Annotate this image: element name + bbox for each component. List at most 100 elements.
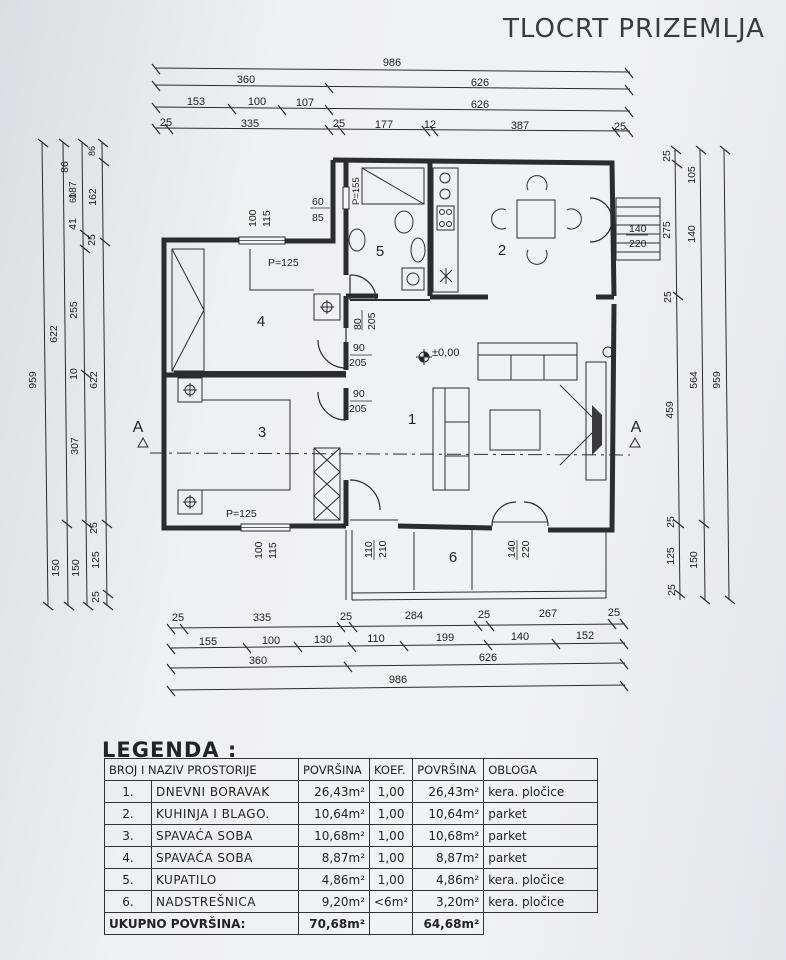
row-obloga: kera. pločice: [483, 780, 599, 803]
row-name: KUPATILO: [151, 868, 299, 891]
total-area2: 64,68m²: [412, 912, 485, 935]
door-bath: [349, 274, 377, 301]
total-label: UKUPNO POVRŠINA:: [104, 912, 299, 935]
dim-line-left-1: [41, 142, 49, 607]
legend-header-area: POVRŠINA: [298, 758, 370, 781]
dim-right-1-5: 459: [664, 401, 676, 419]
dim-line-top-4: [154, 127, 631, 132]
room-number-6: 6: [449, 549, 457, 566]
door-room3-w: 90: [353, 388, 365, 400]
coffee-table: [489, 409, 541, 451]
legend-header-room: BROJ I NAZIV PROSTORIJE: [104, 758, 299, 781]
section-marker-left: [137, 436, 149, 448]
row-area2: 8,87m²: [412, 846, 485, 869]
dim-bottom-3-0: 360: [249, 655, 267, 667]
dim-bottom-1-3: 284: [405, 610, 423, 622]
dim-left-3-3: 86: [59, 161, 71, 173]
dim-left-2-1: 150: [50, 559, 62, 577]
legend-header-koef: KOEF.: [368, 758, 414, 781]
door-entrance-h: 210: [377, 540, 389, 558]
bidet: [348, 228, 366, 252]
washing-machine: [401, 267, 425, 291]
dim-top-4-2: 25: [333, 118, 345, 130]
dim-line-top-3: [154, 106, 631, 112]
door-terrace-h: 220: [520, 540, 532, 558]
door-kitchen: [589, 197, 613, 243]
dim-left-4-6: 25: [90, 591, 102, 603]
legend-table: BROJ I NAZIV PROSTORIJE POVRŠINA KOEF. P…: [104, 758, 599, 935]
dim-line-left-3: [81, 142, 88, 607]
row-num: 3.: [104, 824, 152, 847]
row-area: 10,68m²: [298, 824, 370, 847]
dim-bottom-1-4: 25: [478, 609, 490, 621]
dim-bottom-3-1: 626: [479, 652, 497, 664]
dim-bottom-1-5: 267: [539, 608, 557, 620]
dim-right-1-6: 25: [665, 516, 677, 528]
dim-bottom-2-4: 199: [436, 632, 454, 644]
sofa-top: [477, 342, 578, 381]
chair-left: [491, 208, 507, 230]
dim-right-1-0: 25: [661, 150, 673, 162]
legend-header-obloga: OBLOGA: [483, 758, 599, 781]
dim-top-2-0: 360: [237, 74, 255, 86]
shower: [361, 167, 425, 205]
bed-room3: [202, 399, 291, 491]
dim-bottom-2-6: 152: [576, 630, 594, 642]
section-label-right: A: [631, 419, 642, 436]
window-room3-h: 115: [267, 542, 279, 559]
door-entrance: [349, 479, 381, 511]
dim-top-4-0: 25: [160, 117, 172, 129]
section-line: [149, 452, 631, 456]
level-label: ±0,00: [432, 347, 459, 359]
row-num: 6.: [104, 890, 152, 913]
row-obloga: kera. pločice: [483, 868, 599, 891]
dim-bottom-1-6: 25: [608, 607, 620, 619]
total-empty: [368, 912, 414, 935]
dimension-ticks: [37, 63, 736, 697]
window-bath: [342, 186, 350, 210]
table-row: 4. SPAVAĆA SOBA 8,87m² 1,00 8,87m² parke…: [104, 846, 599, 869]
legend-header-area2: POVRŠINA: [412, 758, 485, 781]
door-room3-h: 205: [349, 403, 367, 415]
window-bath-h: 85: [312, 212, 324, 224]
dim-bottom-2-3: 110: [367, 633, 385, 645]
dim-top-4-3: 177: [375, 119, 393, 131]
door-kitchen-h: 220: [629, 238, 647, 250]
legend-header-row: BROJ I NAZIV PROSTORIJE POVRŠINA KOEF. P…: [104, 758, 599, 781]
dim-left-4-0: 86: [87, 146, 97, 156]
row-name: KUHINJA I BLAGO.: [151, 802, 299, 825]
dim-right-1-2: 140: [686, 225, 698, 243]
total-row: UKUPNO POVRŠINA: 70,68m² 64,68m²: [104, 912, 598, 935]
window-room3-w: 100: [253, 541, 265, 559]
level-marker: [416, 349, 432, 365]
table-row: 6. NADSTREŠNICA 9,20m² <6m² 3,20m² kera.…: [104, 890, 599, 913]
row-area: 9,20m²: [298, 890, 370, 913]
section-marker-right: [629, 436, 641, 448]
row-num: 5.: [104, 868, 152, 891]
row-area2: 4,86m²: [412, 868, 485, 891]
dim-bottom-4-0: 986: [389, 674, 407, 686]
bed-room4: [249, 249, 314, 291]
row-koef: 1,00: [368, 868, 414, 891]
row-num: 2.: [104, 802, 152, 825]
room-number-4: 4: [257, 313, 265, 330]
row-name: SPAVAĆA SOBA: [151, 846, 299, 869]
dim-right-2-1: 150: [688, 551, 700, 569]
row-area2: 10,64m²: [412, 802, 485, 825]
dim-bottom-1-0: 25: [172, 612, 184, 624]
door-room4-w: 90: [353, 342, 365, 354]
window-bath-p: P=155: [351, 177, 362, 205]
row-obloga: parket: [483, 846, 599, 869]
washbasin: [410, 237, 426, 263]
dim-left-4-2: 162: [87, 188, 99, 206]
nightstand-room3-bottom: [177, 489, 203, 515]
chair-bottom: [526, 249, 548, 265]
dim-bottom-2-5: 140: [511, 631, 529, 643]
dim-line-bottom-4: [169, 684, 626, 691]
sofa-left: [432, 387, 470, 491]
kitchen-counter: [432, 167, 459, 293]
floor-plan: 986 360 626 153 100 107 626 25 335 25 17…: [27, 57, 736, 697]
row-obloga: parket: [483, 824, 599, 847]
tv: [592, 405, 602, 455]
window-room4-w: 100: [247, 209, 259, 227]
